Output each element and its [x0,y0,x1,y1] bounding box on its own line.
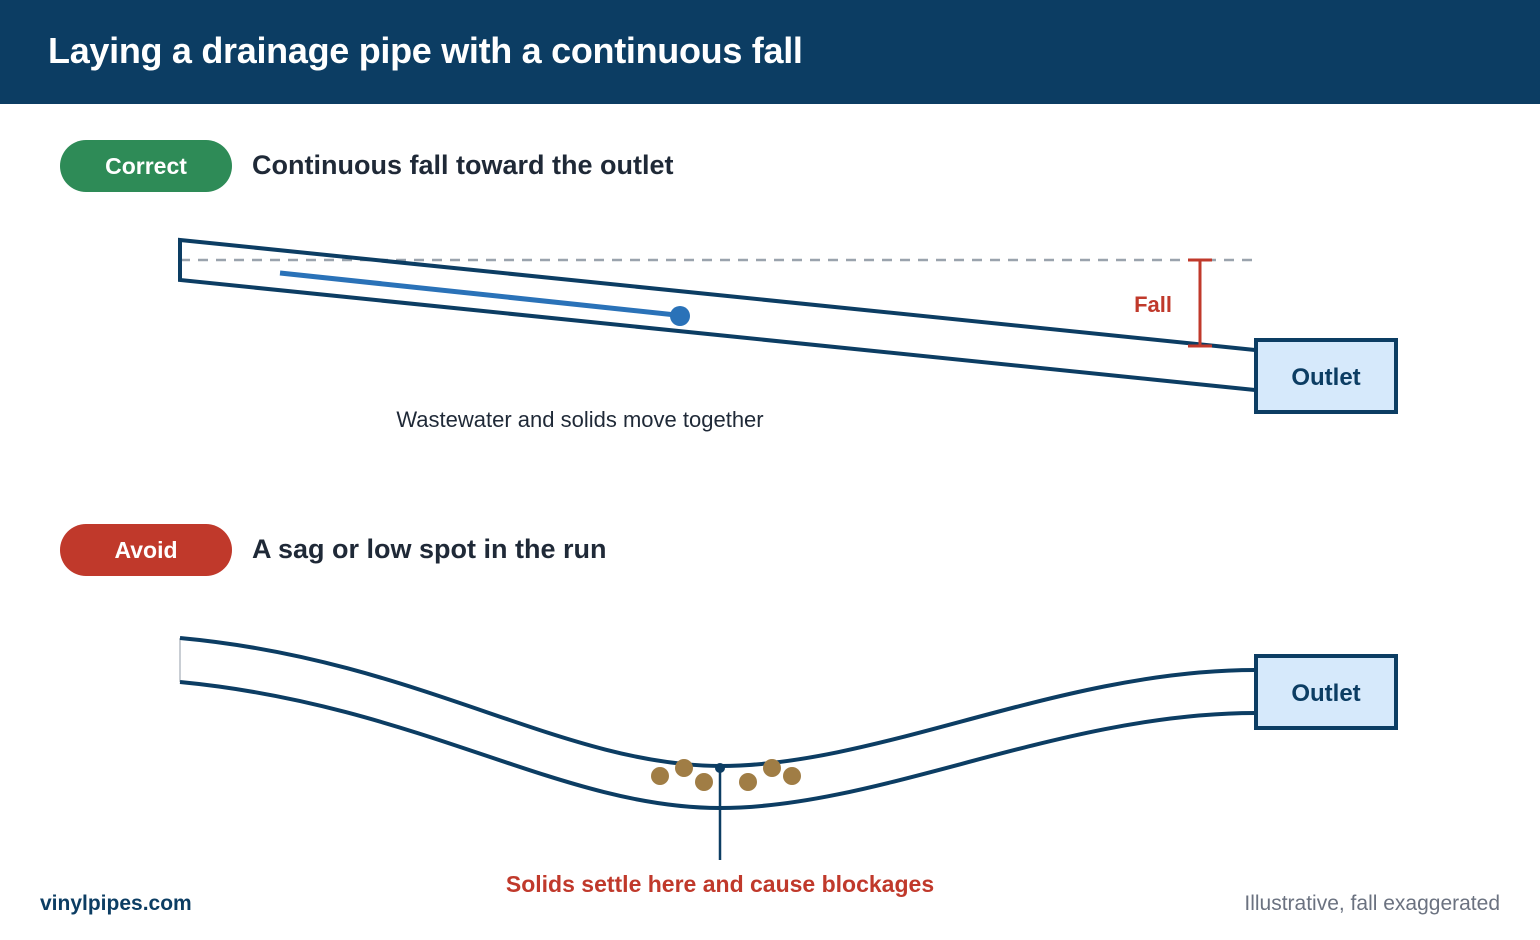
footer-brand: vinylpipes.com [40,892,192,915]
correct-pipe-diagram: Fall Outlet Wastewater and solids move t… [178,237,1398,432]
outlet-label: Outlet [1291,680,1360,707]
header-bar: Laying a drainage pipe with a continuous… [0,0,1540,104]
water-flow-line [279,270,677,318]
fall-label: Fall [1134,292,1172,317]
correct-badge: Correct [60,140,232,192]
blockage-warning: Solids settle here and cause blockages [506,871,934,897]
sloped-pipe [178,237,1256,392]
sag-pipe-top-wall [179,636,1256,769]
low-spot-marker [715,763,725,773]
outlet-box [1254,338,1398,414]
sag-pipe-diagram: Outlet Solids settle here and cause bloc… [179,636,1398,897]
avoid-section-title: A sag or low spot in the run [252,534,607,564]
fall-dimension-marker [1188,258,1212,348]
settled-solids [651,759,801,791]
flow-caption: Wastewater and solids move together [396,407,763,432]
outlet-label: Outlet [1291,364,1360,391]
avoid-badge: Avoid [60,524,232,576]
footer-note: Illustrative, fall exaggerated [1244,892,1500,915]
sag-pipe-bottom-wall [179,680,1256,811]
solid-particle [670,306,690,326]
outlet-box [1254,654,1398,730]
correct-section-title: Continuous fall toward the outlet [252,150,674,180]
page-title: Laying a drainage pipe with a continuous… [48,30,803,71]
